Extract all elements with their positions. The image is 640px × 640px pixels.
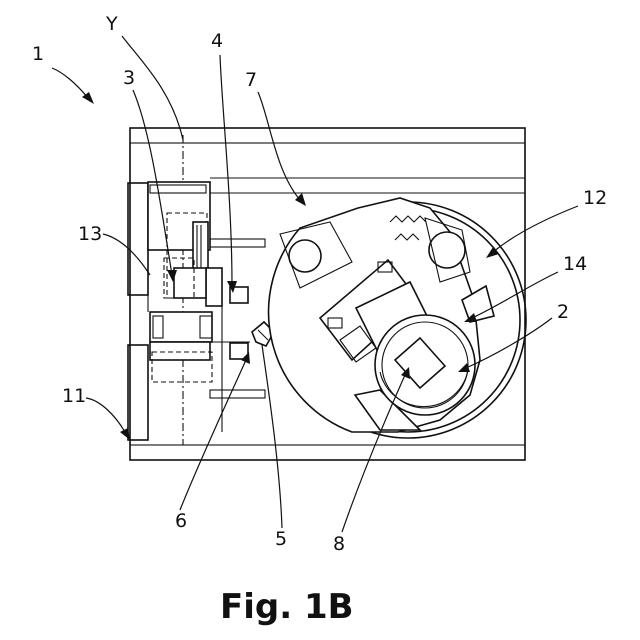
label-6: 6 (175, 510, 187, 532)
figure-caption: Fig. 1B (220, 587, 354, 627)
label-14: 14 (563, 253, 587, 275)
vessel (375, 315, 475, 415)
label-y: Y (105, 13, 118, 35)
label-1: 1 (32, 43, 44, 65)
label-11: 11 (62, 385, 86, 407)
label-2: 2 (557, 301, 569, 323)
label-13: 13 (78, 223, 102, 245)
label-12: 12 (583, 187, 607, 209)
label-7: 7 (245, 69, 257, 91)
label-5: 5 (275, 528, 287, 550)
label-4: 4 (211, 30, 223, 52)
label-3: 3 (123, 67, 135, 89)
label-8: 8 (333, 533, 345, 555)
left-mechanism (148, 182, 265, 432)
